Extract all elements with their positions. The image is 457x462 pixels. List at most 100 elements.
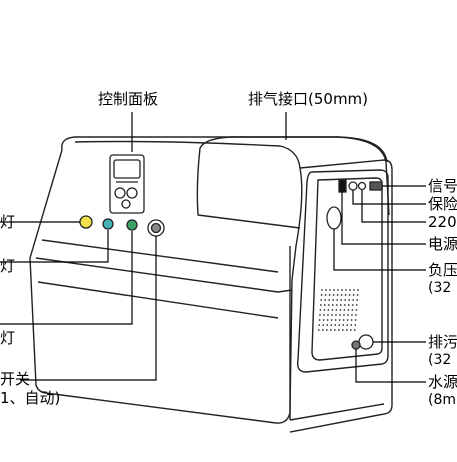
control-display <box>109 154 145 214</box>
vent-hole <box>341 289 343 291</box>
vent-hole <box>350 319 353 321</box>
leader-220 <box>361 190 426 223</box>
vent-hole <box>334 319 337 321</box>
vent-hole <box>347 304 350 306</box>
vent-hole <box>342 324 345 326</box>
vent-hole <box>348 299 351 301</box>
vent-hole <box>351 304 354 306</box>
vent-hole <box>342 319 345 321</box>
label-drain: 排污 <box>428 333 457 351</box>
front-panel <box>29 140 303 424</box>
side-bottom <box>289 403 385 421</box>
vent-hole <box>328 299 331 301</box>
fuse-holder <box>348 181 358 191</box>
vent-hole <box>323 309 326 311</box>
vent-hole <box>323 304 326 306</box>
vent-hole <box>352 299 355 301</box>
vent-hole <box>322 324 325 326</box>
rear-hood <box>199 136 390 216</box>
vent-hole <box>319 304 322 306</box>
vent-hole <box>327 314 329 316</box>
vent-hole <box>349 329 352 331</box>
vent-hole <box>328 294 331 296</box>
vent-hole <box>321 329 324 331</box>
side-recess <box>296 169 389 373</box>
vent-hole <box>351 314 353 316</box>
vent-hole <box>345 289 347 291</box>
vent-hole <box>347 314 349 316</box>
vent-hole <box>355 304 358 306</box>
leader-vacuum <box>333 229 426 271</box>
vent-hole <box>333 289 335 291</box>
rear-hood-front <box>196 147 301 229</box>
lamp-blue <box>102 218 114 230</box>
label-drain-sub: (32 <box>428 352 451 368</box>
vent-hole <box>337 329 340 331</box>
leader-fuse <box>352 190 426 205</box>
side-recess-inner <box>311 177 383 361</box>
vent-hole <box>345 329 348 331</box>
vent-hole <box>353 329 356 331</box>
vent-hole <box>339 304 342 306</box>
vent-hole <box>318 324 321 326</box>
vent-hole <box>320 294 323 296</box>
vent-hole <box>319 309 322 311</box>
vent-hole <box>338 324 341 326</box>
vent-hole <box>346 319 349 321</box>
power-switch <box>338 179 347 193</box>
vent-hole <box>343 304 346 306</box>
vent-hole <box>332 299 335 301</box>
label-220: 220 <box>428 213 457 231</box>
indicator-lamps <box>79 215 165 237</box>
label-lamp-2: 灯 <box>0 257 15 275</box>
vent-hole <box>357 289 359 291</box>
vent-hole <box>340 294 343 296</box>
vent-hole <box>330 324 333 326</box>
side-components <box>326 179 383 350</box>
vent-hole <box>322 319 325 321</box>
vent-hole <box>325 289 327 291</box>
socket-220 <box>357 181 367 191</box>
vent-hole <box>356 294 359 296</box>
vacuum-port <box>326 206 342 230</box>
vent-hole <box>332 294 335 296</box>
vent-hole <box>352 294 355 296</box>
vent-hole <box>329 289 331 291</box>
label-water-source: 水源 <box>428 373 457 391</box>
front-ledge <box>41 239 279 273</box>
vent-hole <box>329 329 332 331</box>
vent-hole <box>346 324 349 326</box>
vent-hole <box>350 324 353 326</box>
drain-port <box>358 334 374 350</box>
vent-hole <box>323 314 325 316</box>
label-lamp-1: 灯 <box>0 213 15 231</box>
leader-water <box>355 349 426 383</box>
vent-hole <box>349 289 351 291</box>
vent-hole <box>355 309 358 311</box>
vent-hole <box>354 319 357 321</box>
vent-hole <box>330 319 333 321</box>
vent-hole <box>335 309 338 311</box>
vent-hole <box>317 329 320 331</box>
label-switch-sub: 1、自动) <box>0 389 60 407</box>
vent-hole <box>341 329 344 331</box>
vent-hole <box>348 294 351 296</box>
vent-hole <box>334 324 337 326</box>
label-switch: 开关 <box>0 370 30 388</box>
lamp-yellow <box>79 215 93 229</box>
label-fuse: 保险 <box>428 195 457 213</box>
vent-hole <box>347 309 350 311</box>
vent-hole <box>335 314 337 316</box>
vent-hole <box>339 314 341 316</box>
label-exhaust-port: 排气接口(50mm) <box>248 90 368 108</box>
label-negative-pressure: 负压 <box>428 261 457 279</box>
vent-hole <box>335 304 338 306</box>
leader-switch <box>20 236 157 381</box>
vent-hole <box>320 299 323 301</box>
vent-hole <box>325 329 328 331</box>
vent-hole <box>319 314 321 316</box>
water-inlet <box>351 340 361 350</box>
vent-hole <box>318 319 321 321</box>
